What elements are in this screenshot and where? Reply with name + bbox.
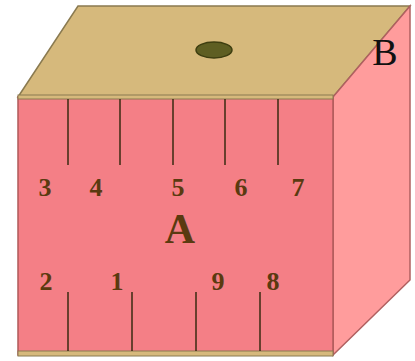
callout-number: 5	[172, 175, 185, 201]
callout-number: 3	[39, 175, 52, 201]
face-label: A	[165, 208, 195, 250]
callout-number: 8	[267, 269, 280, 295]
callout-number: 7	[292, 175, 305, 201]
face-label: B	[372, 33, 397, 71]
callout-number: 4	[90, 175, 103, 201]
callout-number: 2	[40, 269, 53, 295]
callout-number: 6	[235, 175, 248, 201]
callout-number: 1	[111, 269, 124, 295]
side-face	[333, 6, 410, 355]
top-edge	[18, 95, 333, 99]
tick-marks	[68, 99, 278, 351]
bottom-edge	[18, 351, 333, 356]
callout-number: 9	[212, 269, 225, 295]
front-face	[18, 97, 333, 355]
hole	[196, 42, 232, 58]
